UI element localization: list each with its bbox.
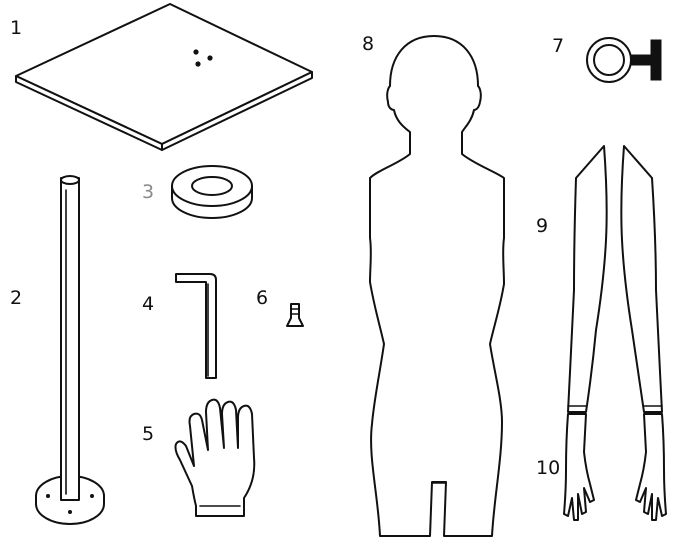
label-hands: 10	[536, 457, 560, 479]
label-arms: 9	[536, 215, 548, 237]
mannequin-hands	[563, 413, 667, 521]
foot-hole	[90, 494, 94, 498]
washer	[171, 165, 253, 219]
mannequin-torso	[369, 35, 505, 537]
foot-hole	[68, 510, 72, 514]
label-allen-key: 4	[142, 293, 154, 315]
stand-pole	[35, 175, 105, 525]
glove	[174, 398, 256, 517]
foot-hole	[46, 494, 50, 498]
board-hole	[193, 49, 199, 55]
label-screw: 6	[256, 287, 268, 309]
label-glove: 5	[142, 423, 154, 445]
board-hole	[207, 55, 213, 61]
label-board: 1	[10, 17, 22, 39]
ring-fitting	[586, 37, 662, 83]
base-board	[15, 3, 313, 151]
label-ring: 7	[552, 35, 564, 57]
board-hole	[195, 61, 201, 67]
label-washer: 3	[142, 181, 154, 203]
allen-key	[175, 273, 217, 379]
label-torso: 8	[362, 33, 374, 55]
screw	[286, 303, 304, 327]
label-pole: 2	[10, 287, 22, 309]
mannequin-arms	[567, 145, 663, 413]
